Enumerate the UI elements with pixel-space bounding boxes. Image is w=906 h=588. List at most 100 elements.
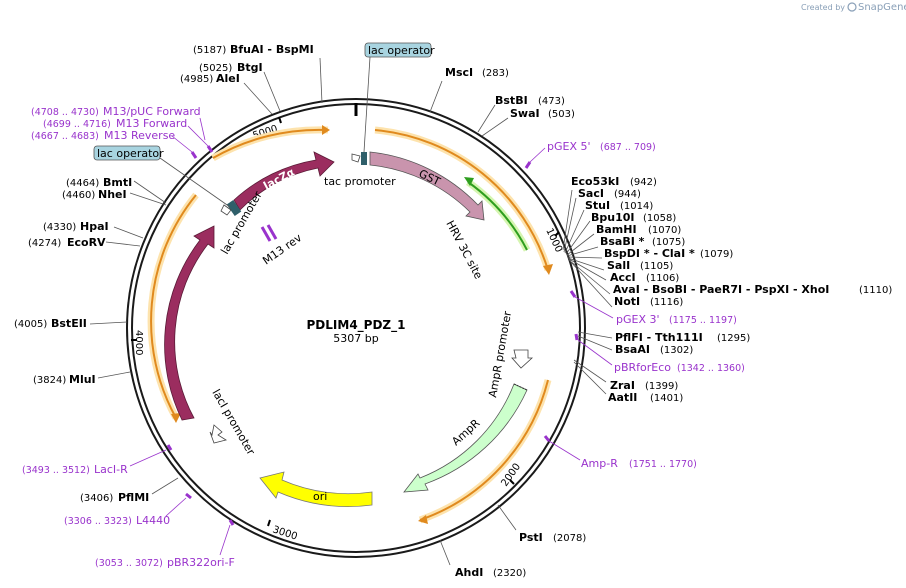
site-name: NheI	[98, 188, 127, 201]
tac-promoter-arrow[interactable]	[351, 153, 361, 163]
primer-m13-puc-forward[interactable]: (4708 .. 4730) M13/pUC Forward	[31, 105, 206, 141]
site-pos: (4460)	[62, 190, 95, 201]
primer-pgex3[interactable]: pGEX 3' (1175 .. 1197)	[569, 290, 737, 326]
primer-range: (1175 .. 1197)	[669, 315, 737, 326]
lac-operator-top-leader	[363, 56, 371, 153]
primer-name: M13 Reverse	[104, 129, 175, 142]
site-name: Eco53kI	[571, 175, 619, 188]
site-pos: (1075)	[652, 237, 685, 248]
site-nheI[interactable]: (4460) NheI	[62, 188, 167, 206]
site-mscI[interactable]: MscI (283)	[429, 66, 509, 113]
site-aleI[interactable]: (4985) AleI	[180, 72, 273, 115]
site-bsaBI[interactable]: BsaBI * (1075)	[600, 235, 685, 248]
site-aatII[interactable]: AatII (1401)	[573, 361, 683, 404]
site-pflFI-tth111I[interactable]: PflFI - Tth111I (1295)	[577, 331, 750, 344]
site-name: BsaAI	[615, 343, 650, 356]
site-name: BamHI	[596, 223, 637, 236]
site-pos: (3406)	[80, 493, 113, 504]
primer-name: M13/pUC Forward	[103, 105, 201, 118]
site-pstI[interactable]: PstI (2078)	[497, 504, 586, 544]
site-bstEII[interactable]: (4005) BstEII	[14, 317, 128, 330]
primer-name: pBR322ori-F	[167, 556, 235, 569]
credit-brand: SnapGene	[858, 2, 906, 13]
primer-range: (3053 .. 3072)	[95, 558, 163, 569]
site-pos: (1070)	[648, 225, 681, 236]
primer-laci-r[interactable]: (3493 .. 3512) LacI-R	[22, 444, 173, 476]
site-hpaI[interactable]: (4330) HpaI	[43, 220, 144, 239]
primer-l4440[interactable]: (3306 .. 3323) L4440	[64, 492, 192, 527]
lacI-feature[interactable]	[164, 225, 215, 421]
site-bstBI[interactable]: BstBI (473)	[477, 94, 565, 133]
site-pos: (1399)	[645, 381, 678, 392]
site-name: StuI	[585, 199, 610, 212]
primer-ampr[interactable]: Amp-R (1751 .. 1770)	[543, 435, 697, 470]
site-name: AleI	[216, 72, 240, 85]
site-pos: (1116)	[650, 297, 683, 308]
ori-feature[interactable]	[259, 471, 373, 507]
gst-feature[interactable]	[369, 151, 485, 221]
site-btgI[interactable]: (5025) BtgI	[199, 61, 281, 112]
lacI-label: lacI	[180, 315, 197, 339]
site-zraI[interactable]: ZraI (1399)	[573, 359, 678, 392]
site-bsaAI[interactable]: BsaAI (1302)	[577, 335, 693, 356]
site-sacI[interactable]: SacI (944)	[578, 187, 641, 200]
site-bamHI[interactable]: BamHI (1070)	[596, 223, 681, 236]
lac-promoter-arrow[interactable]	[220, 204, 232, 216]
site-name: AhdI	[455, 566, 483, 579]
lac-operator-left-leader	[159, 157, 231, 208]
primer-range: (4708 .. 4730)	[31, 107, 99, 118]
site-name: PstI	[519, 531, 543, 544]
site-ecoRV[interactable]: (4274) EcoRV	[28, 236, 141, 249]
site-mluI[interactable]: (3824) MluI	[33, 371, 131, 386]
site-pos: (1302)	[660, 345, 693, 356]
site-bpu10I[interactable]: Bpu10I (1058)	[591, 211, 676, 224]
site-bmtI[interactable]: (4464) BmtI	[66, 176, 167, 204]
primer-m13-reverse[interactable]: (4667 .. 4683) M13 Reverse	[31, 129, 198, 159]
site-eco53kI[interactable]: Eco53kI (942)	[571, 175, 657, 188]
site-stuI[interactable]: StuI (1014)	[585, 199, 653, 212]
primer-name: pGEX 5'	[547, 140, 591, 153]
primer-pgex5[interactable]: pGEX 5' (687 .. 709)	[524, 140, 656, 169]
tac-operator-box	[361, 152, 367, 165]
site-name: Bpu10I	[591, 211, 635, 224]
primer-range: (3306 .. 3323)	[64, 516, 132, 527]
site-pos: (1401)	[650, 393, 683, 404]
site-avaI-xhoI[interactable]: AvaI - BsoBI - PaeR7I - PspXI - XhoI (11…	[613, 283, 892, 296]
ampR-feature[interactable]	[403, 383, 528, 493]
site-pos: (2078)	[553, 533, 586, 544]
site-pflMI[interactable]: (3406) PflMI	[80, 477, 179, 504]
site-name: AccI	[610, 271, 636, 284]
site-pos: (4330)	[43, 222, 76, 233]
site-bspDI-claI[interactable]: BspDI * - ClaI * (1079)	[604, 247, 733, 260]
site-bfuAI-bspMI[interactable]: (5187) BfuAI - BspMI	[193, 43, 323, 104]
site-name: MluI	[69, 373, 96, 386]
site-name: NotI	[614, 295, 640, 308]
site-notI[interactable]: NotI (1116)	[614, 295, 683, 308]
site-name: BsaBI *	[600, 235, 645, 248]
site-name: BfuAI - BspMI	[230, 43, 314, 56]
site-accI[interactable]: AccI (1106)	[610, 271, 679, 284]
site-cluster-mcs	[562, 189, 613, 308]
primer-pbrforeco[interactable]: pBRforEco (1342 .. 1360)	[574, 333, 745, 374]
site-swaI[interactable]: SwaI (503)	[481, 107, 575, 137]
site-ahdI[interactable]: AhdI (2320)	[439, 539, 526, 579]
snapgene-logo-icon	[847, 2, 857, 12]
ampR-promoter-arrow[interactable]	[511, 349, 534, 369]
primer-range: (687 .. 709)	[600, 142, 656, 153]
lacZa-label: lacZα	[261, 165, 297, 192]
m13-rev-primer-mark	[260, 226, 272, 242]
site-salI[interactable]: SalI (1105)	[607, 259, 673, 272]
lacI-promoter-arrow[interactable]	[209, 424, 228, 444]
primer-pbr322ori-f[interactable]: (3053 .. 3072) pBR322ori-F	[95, 519, 235, 569]
site-pos: (3824)	[33, 375, 66, 386]
lacZa-feature[interactable]	[233, 151, 335, 211]
primer-m13-forward[interactable]: (4699 .. 4716) M13 Forward	[43, 117, 214, 153]
primer-name: Amp-R	[581, 457, 618, 470]
site-name: SacI	[578, 187, 604, 200]
orf-arrow-lacZa	[212, 128, 329, 159]
site-pos: (4274)	[28, 238, 61, 249]
lac-operator-top-label: lac operator	[368, 44, 435, 57]
orf-arrow-ampR	[419, 379, 549, 521]
orf-arrow-gst	[374, 129, 549, 271]
